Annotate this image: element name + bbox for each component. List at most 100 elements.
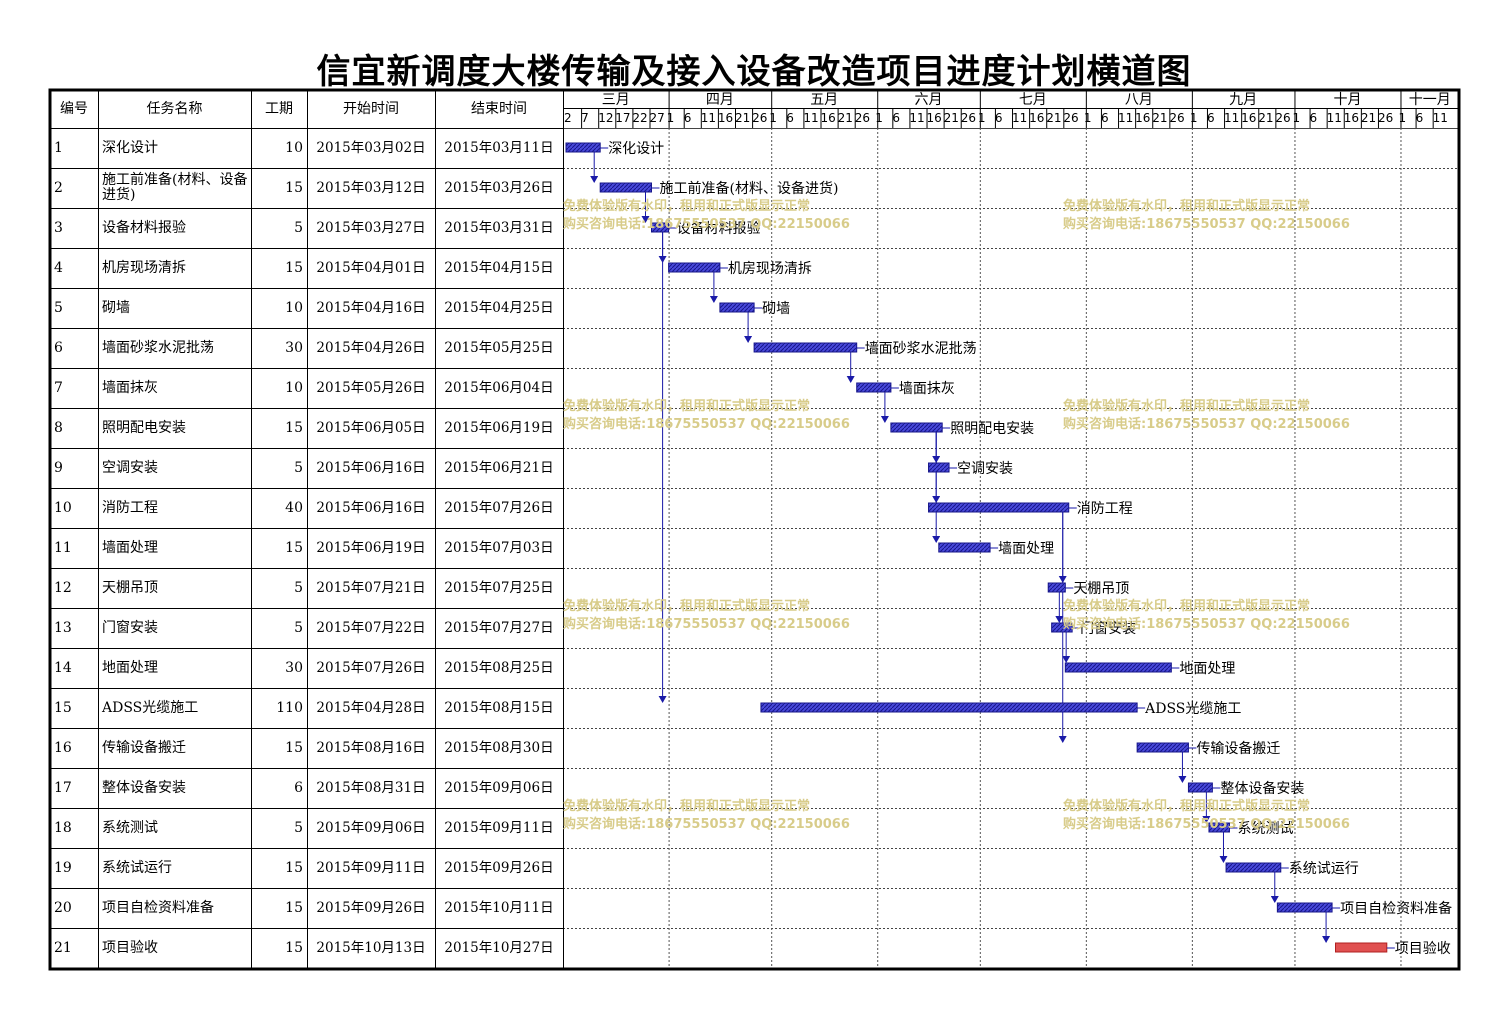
task-bar-label: 墙面处理	[998, 541, 1054, 557]
day-tick: 1	[875, 111, 883, 125]
task-duration: 6	[294, 780, 303, 796]
task-bar-label: 项目验收	[1395, 941, 1451, 957]
day-tick: 16	[820, 111, 836, 125]
task-bar-label: 砌墙	[762, 301, 790, 317]
day-tick: 11	[909, 111, 925, 125]
page-title: 信宜新调度大楼传输及接入设备改造项目进度计划横道图	[316, 52, 1192, 92]
task-end: 2015年07月25日	[444, 580, 554, 596]
task-start: 2015年07月21日	[316, 580, 426, 596]
day-tick: 16	[1029, 111, 1045, 125]
day-tick: 11	[803, 111, 819, 125]
task-name: 深化设计	[102, 140, 158, 156]
task-name: 墙面抹灰	[102, 380, 158, 396]
day-tick: 6	[1100, 111, 1109, 125]
task-end: 2015年10月27日	[444, 940, 554, 956]
task-name: 空调安装	[102, 460, 158, 476]
task-bar	[1064, 662, 1172, 673]
task-bar	[1335, 942, 1388, 953]
day-tick: 1	[769, 111, 777, 125]
task-bar	[1276, 902, 1333, 913]
day-tick: 11	[1012, 111, 1028, 125]
task-duration: 15	[285, 900, 303, 916]
task-start: 2015年04月01日	[316, 260, 426, 276]
month-label: 七月	[1018, 92, 1047, 108]
task-name: 天棚吊顶	[102, 580, 158, 596]
day-tick: 1	[1292, 111, 1301, 125]
task-id: 4	[54, 260, 63, 276]
task-bar-label: 消防工程	[1077, 501, 1133, 517]
day-tick: 1	[1083, 111, 1092, 125]
task-end: 2015年03月31日	[444, 220, 554, 236]
task-id: 3	[54, 220, 63, 236]
month-label: 五月	[810, 92, 839, 108]
task-name: 地面处理	[102, 660, 158, 676]
day-tick: 22	[632, 111, 648, 125]
task-bar-label: 系统试运行	[1289, 861, 1359, 877]
task-end: 2015年07月27日	[444, 620, 554, 636]
task-end: 2015年07月03日	[444, 540, 554, 556]
day-tick: 11	[1224, 111, 1240, 125]
task-start: 2015年07月26日	[316, 660, 426, 676]
task-duration: 5	[294, 820, 303, 836]
task-id: 6	[54, 340, 63, 356]
task-bar-label: ADSS光缆施工	[1144, 701, 1241, 717]
task-duration: 40	[285, 500, 303, 516]
month-label: 六月	[914, 92, 943, 108]
task-end: 2015年08月30日	[444, 740, 554, 756]
month-label: 三月	[601, 92, 630, 108]
task-start: 2015年10月13日	[316, 940, 426, 956]
task-bar	[651, 222, 670, 233]
task-name: 项目验收	[102, 940, 158, 956]
task-id: 21	[54, 940, 72, 956]
header-id: 编号	[60, 101, 88, 117]
task-end: 2015年09月06日	[444, 780, 554, 796]
task-bar	[1051, 622, 1073, 633]
day-tick: 26	[1063, 111, 1079, 125]
header-start: 开始时间	[343, 101, 399, 117]
header-end: 结束时间	[471, 101, 527, 117]
task-start: 2015年06月19日	[316, 540, 426, 556]
task-name: 门窗安装	[102, 620, 158, 636]
task-bar-label: 照明配电安装	[950, 421, 1034, 437]
task-duration: 30	[285, 660, 303, 676]
day-tick: 6	[1415, 111, 1424, 125]
day-tick: 7	[581, 111, 589, 125]
task-id: 5	[54, 300, 63, 316]
task-id: 16	[54, 740, 72, 756]
task-duration: 10	[285, 300, 303, 316]
month-label: 八月	[1124, 92, 1153, 108]
task-bar	[753, 342, 858, 353]
task-bar-label: 天棚吊顶	[1073, 581, 1129, 597]
task-start: 2015年09月06日	[316, 820, 426, 836]
day-tick: 1	[1189, 111, 1198, 125]
task-duration: 15	[285, 420, 303, 436]
task-end: 2015年07月26日	[444, 500, 554, 516]
task-duration: 15	[285, 740, 303, 756]
day-tick: 21	[1360, 111, 1377, 125]
month-label: 十一月	[1408, 92, 1451, 108]
task-end: 2015年08月25日	[444, 660, 554, 676]
task-bar	[1225, 862, 1282, 873]
day-tick: 26	[854, 111, 870, 125]
task-bar	[1136, 742, 1189, 753]
task-duration: 5	[294, 220, 303, 236]
task-name: 墙面砂浆水泥批荡	[102, 340, 214, 356]
task-end: 2015年03月11日	[444, 140, 554, 156]
task-bar-label: 传输设备搬迁	[1196, 740, 1280, 757]
task-duration: 10	[285, 380, 303, 396]
task-bar	[599, 182, 653, 193]
task-name: 墙面处理	[102, 540, 158, 556]
task-bar	[719, 302, 755, 313]
day-tick: 6	[683, 111, 692, 125]
task-id: 18	[54, 820, 72, 836]
task-id: 12	[54, 580, 72, 596]
task-bar	[565, 142, 601, 153]
task-duration: 15	[285, 860, 303, 876]
day-tick: 11	[1118, 111, 1134, 125]
day-tick: 12	[598, 111, 614, 125]
task-duration: 110	[276, 700, 303, 716]
task-bar-label: 墙面砂浆水泥批荡	[865, 341, 977, 357]
day-tick: 21	[837, 111, 853, 125]
task-start: 2015年09月11日	[316, 860, 426, 876]
